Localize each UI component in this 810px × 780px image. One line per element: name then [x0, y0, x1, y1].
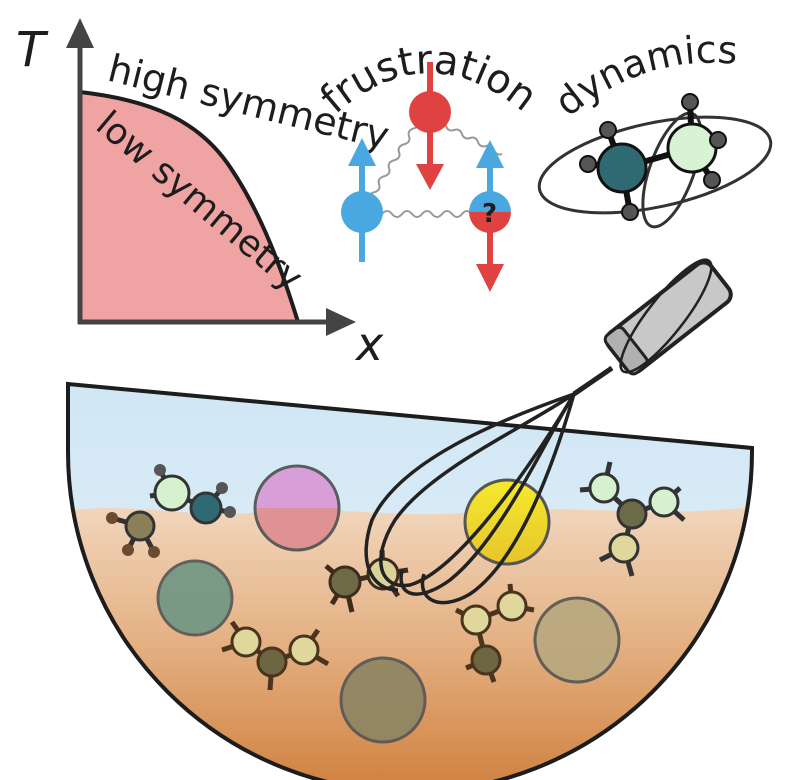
bubble-pink [253, 464, 341, 552]
y-axis-label: T [16, 22, 49, 78]
bubble-gray-right [533, 596, 621, 684]
bubble-teal [156, 559, 234, 637]
bubble-bottom [339, 656, 427, 744]
spin-right-frustrated: ? [469, 140, 511, 292]
frustration-diagram: frustration ? [312, 37, 545, 292]
bowl-outline [66, 381, 754, 780]
dynamics-diagram: dynamics [537, 28, 773, 229]
rotation-orbit [537, 115, 773, 215]
dynamics-label: dynamics [547, 28, 739, 125]
low-symmetry-region [80, 92, 298, 322]
x-axis-label: x [354, 317, 384, 371]
y-axis-arrow [66, 18, 94, 48]
phase-boundary [79, 90, 300, 323]
spin-left [341, 138, 383, 262]
question-mark: ? [482, 199, 497, 229]
mixing-bowl [66, 381, 754, 780]
spring-bottom [381, 210, 483, 218]
whisk [364, 258, 733, 605]
whisk-spin-loop [619, 258, 713, 374]
spring-left [364, 119, 421, 209]
x-axis-arrow [326, 308, 356, 336]
mixture-surface [68, 506, 752, 780]
spin-top [409, 62, 451, 190]
